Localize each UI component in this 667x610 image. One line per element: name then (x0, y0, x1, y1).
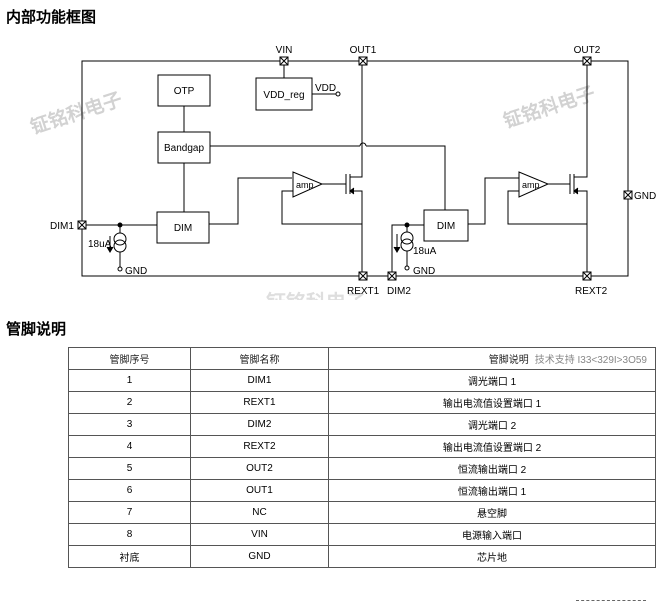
pin-dim1-label: DIM1 (50, 221, 74, 232)
pin-out2-marker (582, 56, 592, 66)
pin-dim1-marker (77, 220, 87, 230)
pin-out2-label: OUT2 (574, 45, 601, 56)
pin-dim2-label: DIM2 (387, 286, 411, 297)
amp2-label: amp (522, 180, 540, 190)
pin-rext1-label: REXT1 (347, 286, 380, 297)
header-pin-description-text: 管脚说明 (488, 355, 529, 366)
chip-outline (81, 60, 629, 277)
bandgap-label: Bandgap (164, 143, 204, 154)
pin-vin-label: VIN (276, 45, 293, 56)
vdd-reg-label: VDD_reg (263, 90, 304, 101)
pin-description: 输出电流值设置端口 2 (328, 435, 656, 458)
table-header-row: 管脚序号 管脚名称 管脚说明技术支持 I33<329I>3O59 (68, 347, 656, 370)
pin-rext2-label: REXT2 (575, 286, 608, 297)
pin-description: 芯片地 (328, 545, 656, 568)
pin-gnd-marker (623, 190, 633, 200)
gnd-1-label: GND (125, 266, 147, 277)
pin-gnd-label: GND (634, 191, 656, 202)
pin-number: 衬底 (68, 545, 191, 568)
amp1-label: amp (296, 180, 314, 190)
pin-name: NC (190, 501, 329, 524)
watermark-center: 钲铭科电子 (266, 290, 366, 300)
pin-vin-marker (279, 56, 289, 66)
pin-name: OUT1 (190, 479, 329, 502)
pin-rext2-marker (582, 271, 592, 281)
pin-name: OUT2 (190, 457, 329, 480)
current-source-2-label: 18uA (413, 246, 437, 257)
pin-name: VIN (190, 523, 329, 546)
amp2-symbol (518, 171, 550, 198)
header-pin-number: 管脚序号 (68, 347, 191, 370)
gnd-2-label: GND (413, 266, 435, 277)
pin-description: 恒流输出端口 2 (328, 457, 656, 480)
watermark-right: 钲铭科电子 (500, 82, 597, 133)
pin-out1-marker (358, 56, 368, 66)
pin-number: 7 (68, 501, 191, 524)
pin-description: 调光端口 1 (328, 369, 656, 392)
pin-description: 输出电流值设置端口 1 (328, 391, 656, 414)
vdd-label: VDD (315, 83, 336, 94)
amp1-symbol (292, 171, 324, 198)
pin-number: 8 (68, 523, 191, 546)
block-diagram-heading: 内部功能框图 (6, 8, 97, 26)
pin-rext1-marker (358, 271, 368, 281)
header-pin-description: 管脚说明技术支持 I33<329I>3O59 (328, 347, 656, 370)
pin-description: 恒流输出端口 1 (328, 479, 656, 502)
dim1-block (156, 211, 210, 244)
internal-block-diagram: 钲铭科电子 钲铭科电子 钲铭科电子 (27, 45, 656, 300)
pin-number: 6 (68, 479, 191, 502)
pin-name: DIM2 (190, 413, 329, 436)
pin-description-heading: 管脚说明 (6, 320, 67, 338)
pin-dim2-marker (387, 271, 397, 281)
pin-number: 2 (68, 391, 191, 414)
pin-number: 3 (68, 413, 191, 436)
dim2-block-label: DIM (437, 221, 455, 232)
pin-number: 4 (68, 435, 191, 458)
support-note: 技术支持 I33<329I>3O59 (534, 355, 647, 366)
otp-label: OTP (174, 86, 195, 97)
pin-description: 悬空脚 (328, 501, 656, 524)
pin-number: 5 (68, 457, 191, 480)
current-source-1-label: 18uA (88, 239, 112, 250)
pin-name: GND (190, 545, 329, 568)
dim1-block-label: DIM (174, 223, 192, 234)
pin-name: REXT1 (190, 391, 329, 414)
pin-description: 调光端口 2 (328, 413, 656, 436)
header-pin-name: 管脚名称 (190, 347, 329, 370)
page-corner-divider (576, 600, 646, 610)
pin-name: REXT2 (190, 435, 329, 458)
pin-number: 1 (68, 369, 191, 392)
pin-description: 电源输入端口 (328, 523, 656, 546)
pin-out1-label: OUT1 (350, 45, 377, 56)
watermark-left: 钲铭科电子 (27, 88, 124, 139)
pin-name: DIM1 (190, 369, 329, 392)
